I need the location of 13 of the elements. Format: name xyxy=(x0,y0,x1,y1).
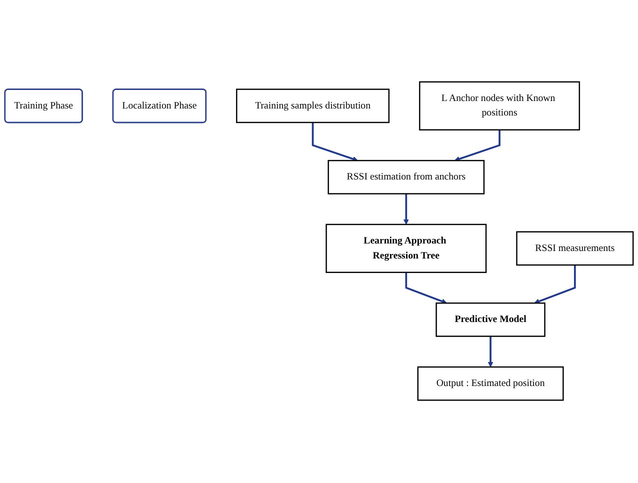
arrow xyxy=(405,272,447,304)
node-box: RSSI estimation from anchors xyxy=(328,160,485,195)
arrow xyxy=(488,336,494,368)
arrow xyxy=(534,265,576,304)
arrow xyxy=(454,130,500,162)
node-box: Training samples distribution xyxy=(236,89,390,124)
node-box: Learning Approach Regression Tree xyxy=(326,224,487,274)
node-box: Predictive Model xyxy=(436,302,546,338)
node-box: Output : Estimated position xyxy=(417,366,564,402)
node-box: L Anchor nodes with Known positions xyxy=(419,82,580,131)
arrow xyxy=(403,194,409,226)
node-box: RSSI measurements xyxy=(516,232,634,266)
arrow xyxy=(312,122,358,162)
